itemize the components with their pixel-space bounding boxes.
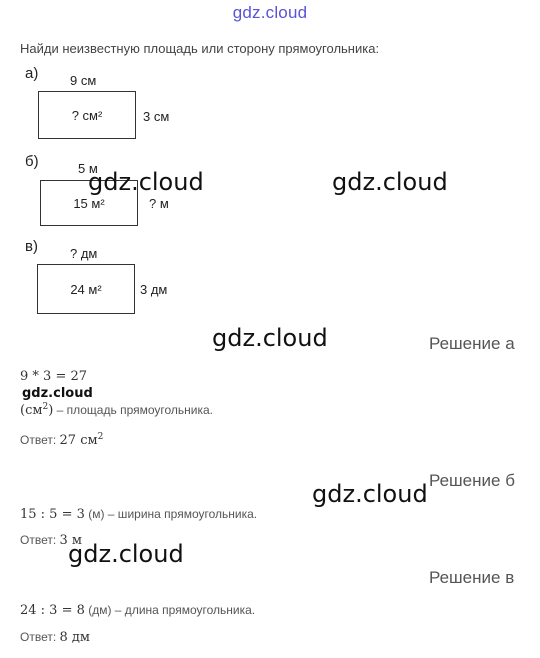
figure-b-rectangle: 15 м² bbox=[40, 180, 138, 226]
solution-b-equation: 15 : 5 = 3 bbox=[20, 507, 85, 522]
figure-c-top-dim: ? дм bbox=[70, 246, 98, 261]
watermark: gdz.cloud bbox=[312, 480, 428, 508]
solution-a-answer-value: 27 см bbox=[59, 433, 98, 448]
solution-a-unit-prefix: (см bbox=[20, 403, 43, 418]
figure-b-top-dim: 5 м bbox=[78, 161, 98, 176]
figure-c-rectangle: 24 м² bbox=[37, 264, 135, 314]
figure-a-rectangle: ? см² bbox=[38, 91, 136, 139]
solution-b-answer-label: Ответ: bbox=[20, 533, 60, 547]
task-text: Найди неизвестную площадь или сторону пр… bbox=[20, 41, 380, 56]
solution-c-equation: 24 : 3 = 8 bbox=[20, 603, 85, 618]
solution-c-explanation: 24 : 3 = 8 (дм) – длина прямоугольника. bbox=[20, 603, 255, 618]
solution-c-heading: Решение в bbox=[429, 568, 515, 587]
solution-b-answer-value: 3 м bbox=[59, 533, 83, 548]
figure-a-top-dim: 9 см bbox=[70, 73, 97, 88]
watermark: gdz.cloud bbox=[88, 168, 204, 196]
solution-c-answer-value: 8 дм bbox=[59, 630, 91, 645]
solution-a-unit-suffix: ) bbox=[48, 403, 54, 418]
solution-a-answer-label: Ответ: bbox=[20, 433, 60, 447]
figure-a-side-dim: 3 см bbox=[143, 109, 170, 124]
solution-b-heading: Решение б bbox=[429, 471, 515, 490]
solution-b-unit: (м) bbox=[84, 507, 105, 521]
solution-a-heading: Решение а bbox=[429, 334, 515, 353]
figure-c-area: 24 м² bbox=[70, 281, 102, 297]
figure-a-area: ? см² bbox=[71, 107, 103, 123]
watermark: gdz.cloud bbox=[212, 324, 328, 352]
watermark: gdz.cloud bbox=[68, 540, 184, 568]
figure-b-side-dim: ? м bbox=[149, 196, 169, 211]
solution-a-answer-sup: 2 bbox=[97, 432, 104, 442]
solution-b-desc: – ширина прямоугольника. bbox=[104, 507, 258, 521]
figure-c-label: в) bbox=[25, 238, 38, 255]
figure-a-label: а) bbox=[25, 65, 39, 82]
watermark: gdz.cloud bbox=[332, 168, 448, 196]
solution-a-explanation: (см2) – площадь прямоугольника. bbox=[20, 402, 213, 418]
solution-a-unit-sup: 2 bbox=[42, 402, 49, 412]
solution-c-unit: (дм) bbox=[84, 603, 112, 617]
figure-b-area: 15 м² bbox=[73, 195, 105, 211]
watermark: gdz.cloud bbox=[22, 386, 93, 401]
solution-b-explanation: 15 : 5 = 3 (м) – ширина прямоугольника. bbox=[20, 507, 257, 522]
solution-c-answer-label: Ответ: bbox=[20, 630, 60, 644]
solution-a-equation: 9 * 3 = 27 bbox=[20, 369, 88, 384]
solution-b-answer: Ответ: 3 м bbox=[20, 533, 82, 548]
solution-a-desc: – площадь прямоугольника. bbox=[53, 403, 214, 417]
solution-a-answer: Ответ: 27 см2 bbox=[20, 432, 103, 448]
solution-c-answer: Ответ: 8 дм bbox=[20, 630, 90, 645]
figure-b-label: б) bbox=[25, 153, 39, 170]
solution-c-desc: – длина прямоугольника. bbox=[111, 603, 256, 617]
figure-c-side-dim: 3 дм bbox=[140, 282, 168, 297]
site-logo[interactable]: gdz.cloud bbox=[232, 3, 308, 22]
